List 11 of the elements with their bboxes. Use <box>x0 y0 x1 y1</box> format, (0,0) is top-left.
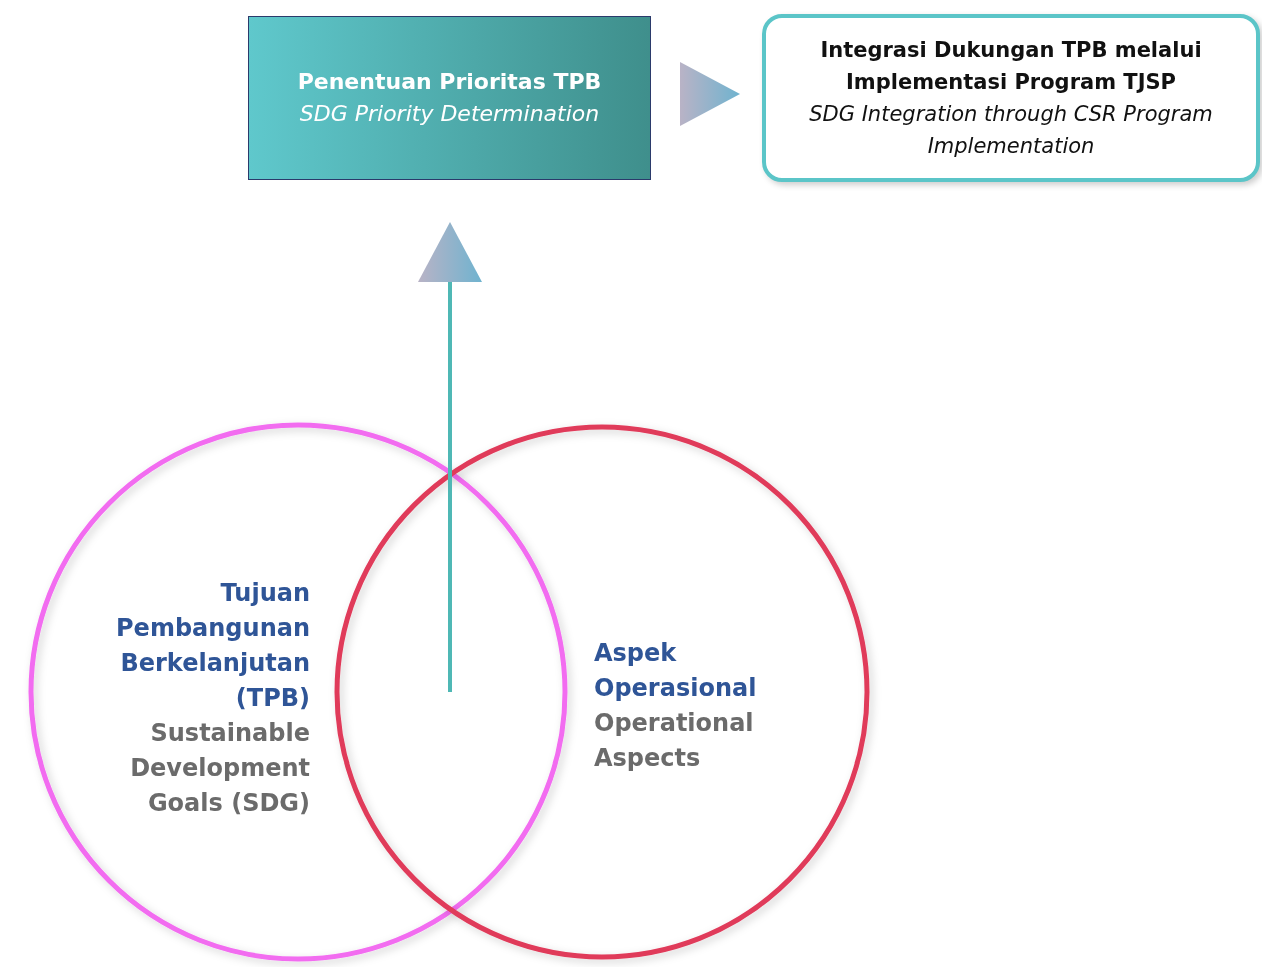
circle-title: Tujuan Pembangunan Berkelanjutan (TPB) <box>115 578 310 714</box>
box-title: Penentuan Prioritas TPB <box>297 68 602 96</box>
box-title: Integrasi Dukungan TPB melalui Implementasi Program TJSP <box>819 37 1203 96</box>
box-subtitle: SDG Priority Determination <box>299 100 600 128</box>
arrow <box>680 62 740 126</box>
circle-title: Aspek Operasional <box>594 638 758 704</box>
process-box <box>248 16 651 180</box>
circle-subtitle: Sustainable Development Goals (SDG) <box>129 718 310 819</box>
process-box <box>762 14 1260 182</box>
circle-subtitle: Operational Aspects <box>594 708 755 774</box>
box-subtitle: SDG Integration through CSR Program Implementation <box>808 101 1214 160</box>
